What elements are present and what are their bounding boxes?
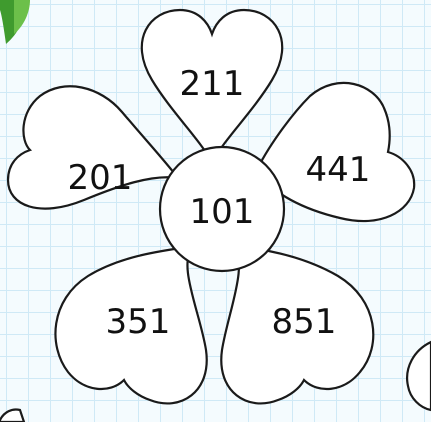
petal-lower-right-number: 851 xyxy=(272,302,337,342)
partial-petal-bottom-left xyxy=(0,409,24,422)
petal-lower-left-number: 351 xyxy=(106,302,171,342)
petal-upper-right-number: 441 xyxy=(306,150,371,190)
leaf-decoration xyxy=(0,0,30,44)
center-number: 101 xyxy=(190,192,255,232)
petal-top-number: 211 xyxy=(180,64,245,104)
petal-upper-left-number: 201 xyxy=(68,158,133,198)
partial-petal-bottom-right xyxy=(407,342,431,410)
